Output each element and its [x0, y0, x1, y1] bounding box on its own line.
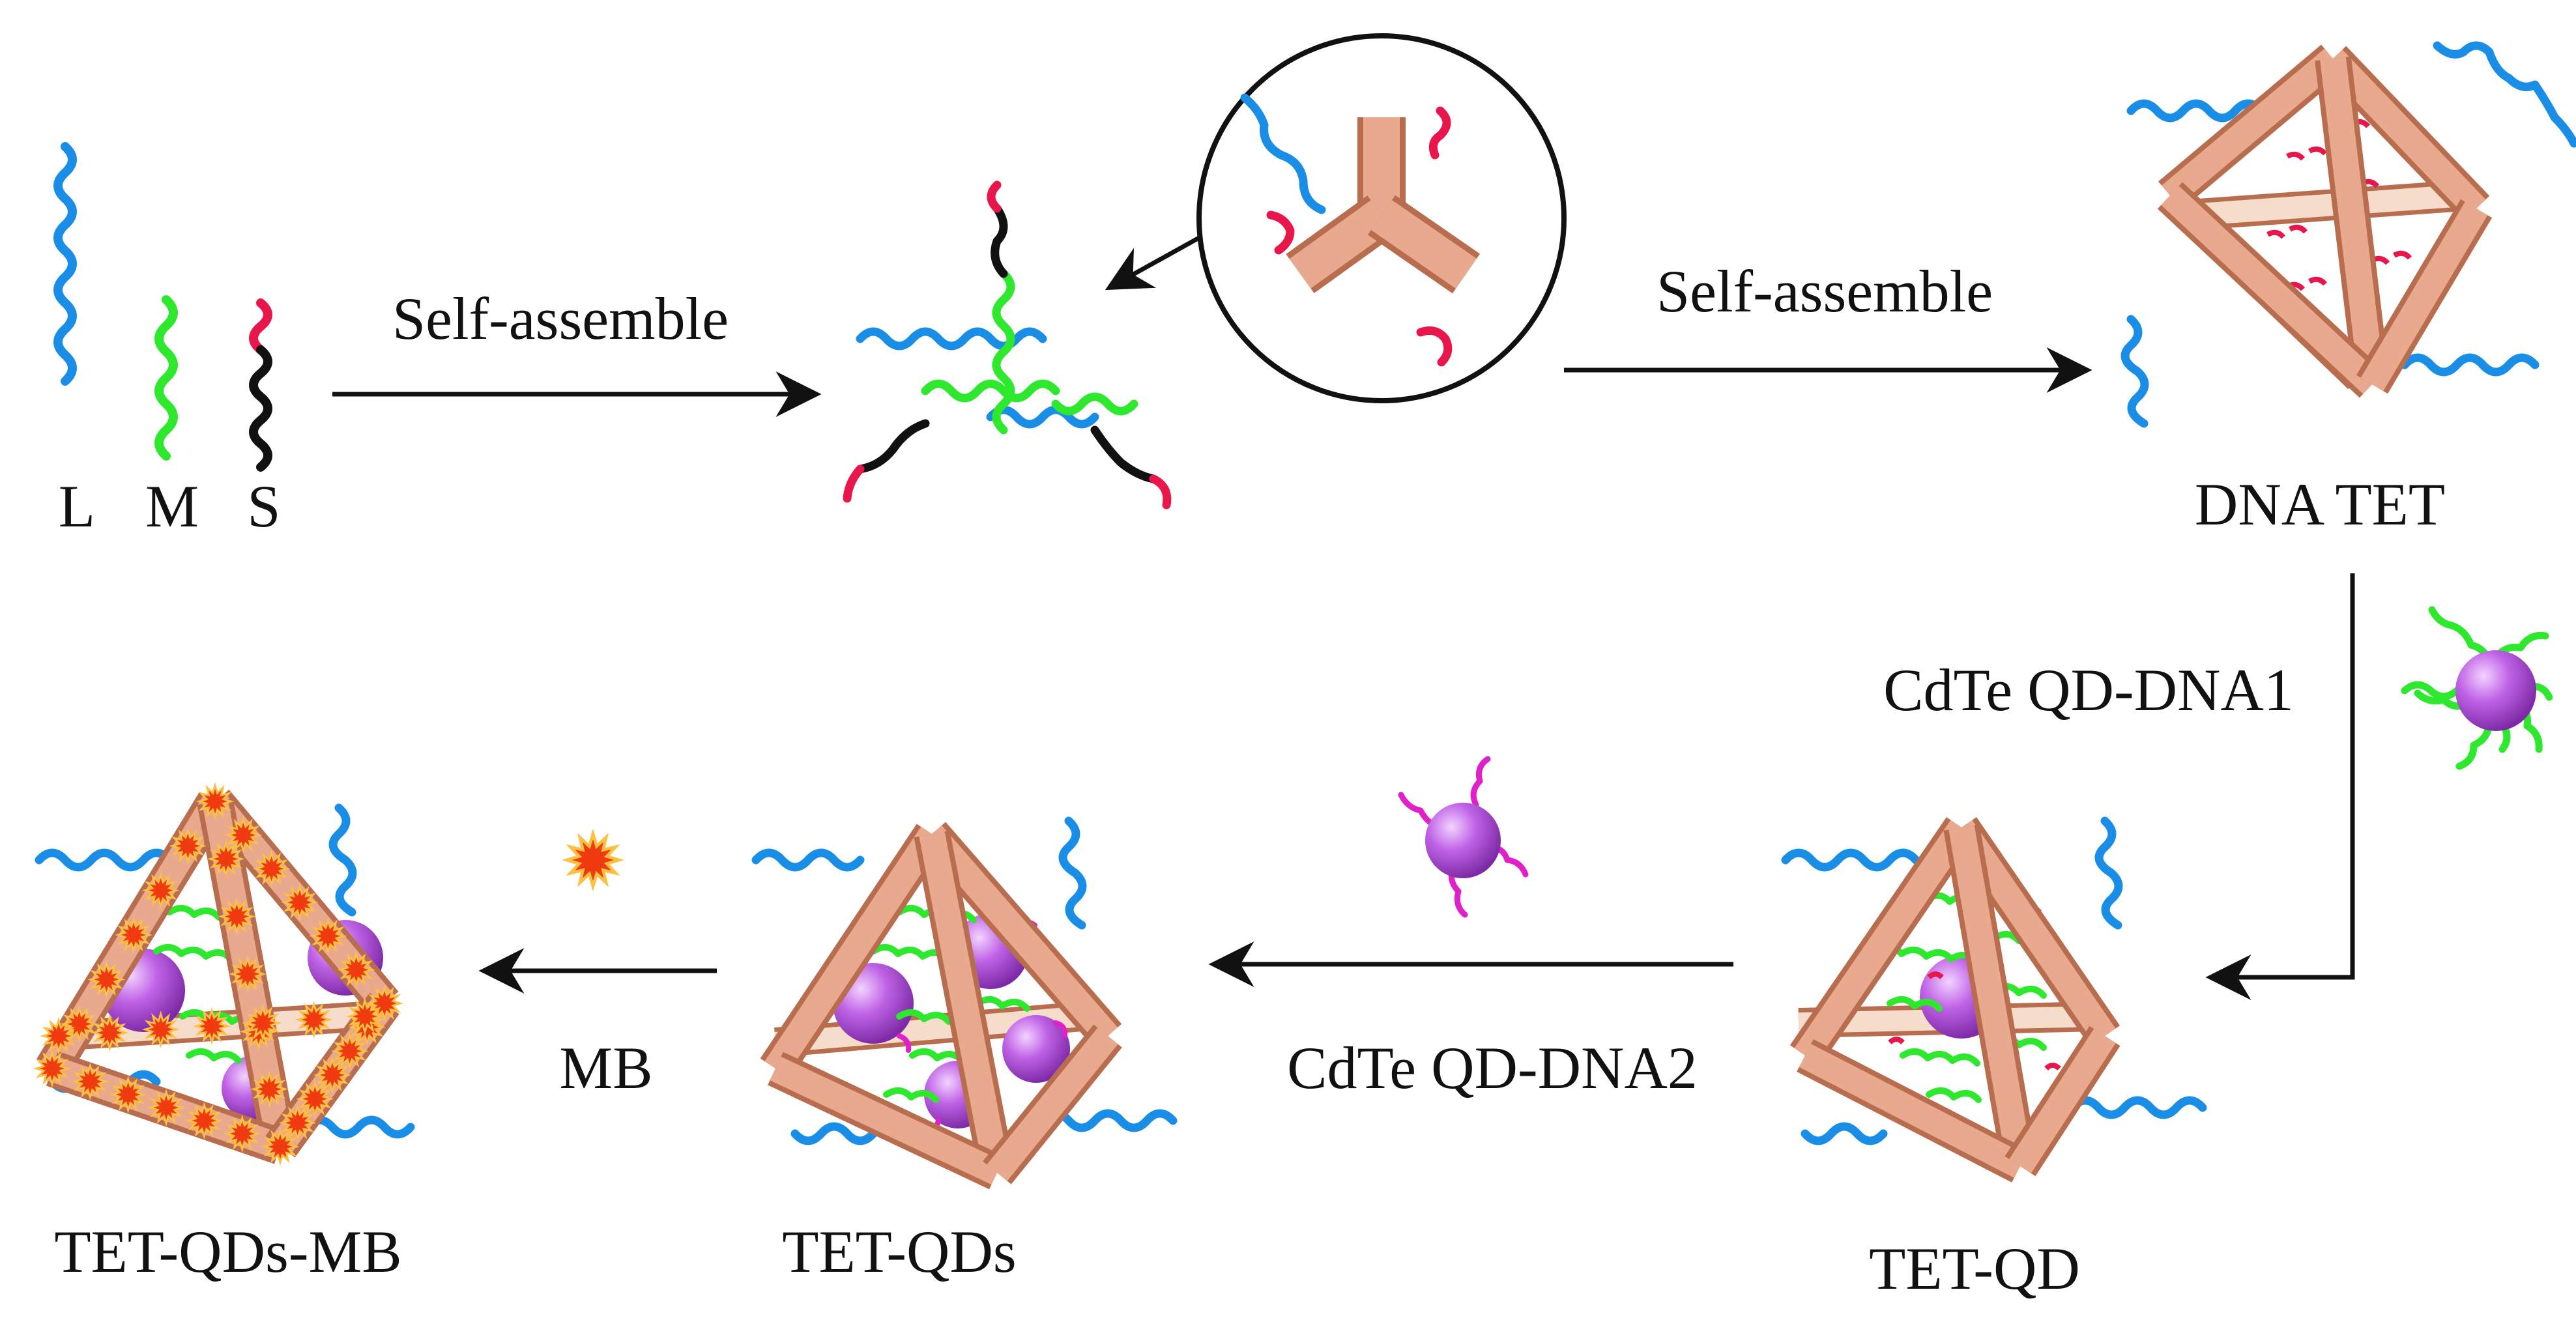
methylene-blue-dot — [346, 997, 384, 1035]
methylene-blue-dot — [196, 782, 234, 820]
label-strand-l: L — [59, 473, 95, 539]
methylene-blue-dot — [40, 1017, 78, 1055]
strand-l — [53, 142, 77, 386]
methylene-blue-dot — [366, 984, 403, 1022]
methylene-blue-dot — [330, 1032, 369, 1070]
three-way-junction — [843, 180, 1172, 509]
methylene-blue-dot — [169, 827, 207, 865]
methylene-blue-dot — [252, 850, 291, 888]
junction-inset — [1196, 33, 1567, 403]
methylene-blue-dot — [71, 1063, 109, 1100]
methylene-blue-icon — [561, 828, 625, 892]
methylene-blue-dot — [141, 1011, 180, 1048]
methylene-blue-dot — [33, 1050, 71, 1087]
methylene-blue-dot — [224, 816, 263, 854]
methylene-blue-dot — [223, 1115, 261, 1153]
strand-m — [154, 295, 178, 461]
methylene-blue-dot — [185, 1102, 224, 1140]
tet-qds-mb-structure — [33, 782, 415, 1166]
methylene-blue-dot — [229, 955, 267, 993]
strand-s — [249, 345, 272, 472]
methylene-blue-dot — [147, 1089, 185, 1126]
label-tet-qds-mb: TET-QDs-MB — [54, 1218, 401, 1285]
strand-legend: L M S — [53, 142, 281, 539]
methylene-blue-dot — [278, 1104, 317, 1142]
methylene-blue-dot — [91, 1014, 129, 1052]
methylene-blue-dot — [207, 840, 245, 878]
label-strand-m: M — [145, 473, 199, 539]
methylene-blue-dot — [250, 1070, 289, 1108]
methylene-blue-dot — [296, 1080, 334, 1118]
label-tet-qds: TET-QDs — [782, 1218, 1016, 1285]
label-step-cdte-qd-dna2: CdTe QD-DNA2 — [1287, 1035, 1698, 1101]
methylene-blue-dot — [309, 917, 347, 955]
methylene-blue-dot — [141, 871, 180, 910]
methylene-blue-star — [561, 828, 625, 892]
label-dna-tet: DNA TET — [2195, 471, 2445, 538]
dna-tet-structure — [2120, 41, 2576, 428]
label-step-mb: MB — [559, 1035, 652, 1101]
methylene-blue-dot — [87, 960, 126, 999]
methylene-blue-dot — [313, 1056, 351, 1094]
methylene-blue-dot — [295, 1001, 333, 1039]
qd-dna1-particle — [2401, 606, 2553, 770]
tet-qd-structure — [1781, 816, 2207, 1183]
arrow-inset-pointer — [1105, 235, 1200, 291]
label-step-cdte-qd-dna1: CdTe QD-DNA1 — [1883, 657, 2294, 723]
label-step-self-assemble-1: Self-assemble — [392, 285, 729, 352]
methylene-blue-markers — [33, 782, 403, 1166]
methylene-blue-dot — [218, 897, 256, 936]
methylene-blue-dot — [337, 951, 375, 989]
methylene-blue-dot — [109, 1076, 147, 1113]
strand-s-sticky — [249, 298, 272, 354]
arrow-step-3 — [2205, 573, 2355, 1000]
methylene-blue-dot — [281, 883, 319, 921]
label-tet-qd: TET-QD — [1869, 1235, 2080, 1302]
label-step-self-assemble-2: Self-assemble — [1657, 258, 1993, 324]
methylene-blue-dot — [244, 1004, 282, 1042]
methylene-blue-dot — [261, 1128, 299, 1166]
label-strand-s: S — [247, 473, 280, 539]
methylene-blue-dot — [193, 1007, 231, 1045]
methylene-blue-dot — [115, 916, 152, 954]
qd-dna2-particle — [1398, 756, 1529, 918]
tet-qds-structure — [751, 816, 1178, 1190]
